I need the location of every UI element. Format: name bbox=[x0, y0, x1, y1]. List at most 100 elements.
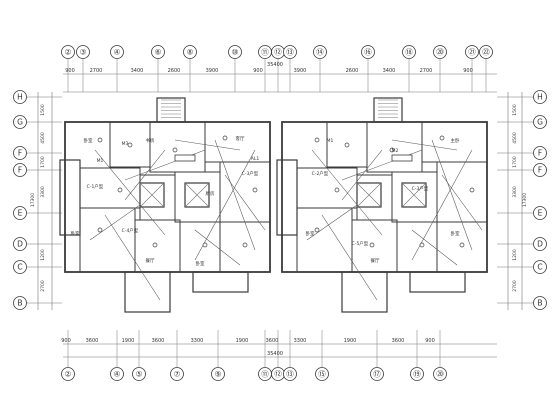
axis-left-2-bubble bbox=[13, 146, 27, 160]
axis-left-7-bubble bbox=[13, 296, 27, 310]
axis-bottom-10: ⑲ bbox=[413, 370, 421, 379]
axis-top-0-bubble bbox=[61, 45, 75, 59]
axis-top-9-bubble bbox=[313, 45, 327, 59]
dim-top-total: 35400 bbox=[267, 62, 283, 68]
room-wall bbox=[436, 161, 488, 223]
axis-left-1: G bbox=[17, 118, 23, 127]
dim-left-total: 17300 bbox=[30, 193, 36, 207]
axis-right-3: F bbox=[538, 166, 542, 175]
room-label-13: C-3户型 bbox=[412, 185, 429, 192]
axis-top-10: ⑯ bbox=[364, 48, 372, 57]
bottom-bay bbox=[341, 271, 388, 313]
dim-top-5: 900 bbox=[253, 68, 263, 74]
room-wall bbox=[139, 174, 176, 221]
light-fixture bbox=[117, 187, 123, 193]
light-fixture bbox=[334, 187, 340, 193]
light-fixture bbox=[469, 187, 475, 193]
axis-top-13-bubble bbox=[465, 45, 479, 59]
room-wall bbox=[174, 171, 221, 223]
axis-top-2: ④ bbox=[114, 48, 121, 57]
axis-left-3-bubble bbox=[13, 163, 27, 177]
axis-top-12-bubble bbox=[433, 45, 447, 59]
axis-right-4-bubble bbox=[533, 206, 547, 220]
shaft bbox=[184, 182, 210, 208]
dim-bottom-10: 900 bbox=[425, 338, 435, 344]
room-wall bbox=[366, 121, 423, 173]
axis-right-7-bubble bbox=[533, 296, 547, 310]
axis-left-0-bubble bbox=[13, 90, 27, 104]
axis-top-0: ② bbox=[65, 48, 72, 57]
room-label-14: 卧室 bbox=[306, 230, 315, 237]
bottom-bay bbox=[124, 271, 171, 313]
axis-right-2: F bbox=[538, 149, 542, 158]
room-label-11: C-2户型 bbox=[312, 170, 329, 177]
shaft-cross bbox=[356, 182, 382, 208]
light-fixture bbox=[459, 242, 465, 248]
axis-left-3: F bbox=[18, 166, 22, 175]
wiring-line bbox=[124, 149, 166, 201]
light-fixture bbox=[97, 137, 103, 143]
axis-top-10-bubble bbox=[361, 45, 375, 59]
dim-bottom-8: 1900 bbox=[344, 338, 357, 344]
room-label-18: C-1户型 bbox=[87, 183, 104, 190]
axis-right-5: D bbox=[537, 240, 543, 249]
wiring-line bbox=[224, 174, 266, 231]
light-fixture bbox=[127, 142, 133, 148]
axis-right-6: C bbox=[537, 263, 542, 272]
dim-right-5: 2700 bbox=[512, 280, 518, 292]
light-fixture bbox=[202, 242, 208, 248]
wiring-line bbox=[194, 229, 241, 266]
axis-top-4: ⑧ bbox=[187, 48, 194, 57]
wiring-line bbox=[89, 204, 141, 241]
dim-left-3: 3300 bbox=[40, 186, 46, 198]
axis-top-9: ⑭ bbox=[316, 48, 324, 57]
axis-bottom-10-bubble bbox=[410, 367, 424, 381]
axis-top-8: ⑬ bbox=[286, 48, 294, 57]
axis-top-7: ⑫ bbox=[274, 48, 282, 57]
dim-top-10: 900 bbox=[463, 68, 473, 74]
dim-top-6: 3900 bbox=[294, 68, 307, 74]
room-label-19: 主卧 bbox=[451, 137, 460, 144]
wiring-line bbox=[321, 214, 378, 301]
wiring-line bbox=[214, 139, 256, 251]
dim-top-2: 3400 bbox=[131, 68, 144, 74]
axis-bottom-1-bubble bbox=[110, 367, 124, 381]
wiring-line bbox=[94, 149, 166, 236]
axis-right-7: B bbox=[537, 299, 542, 308]
light-fixture bbox=[314, 137, 320, 143]
wiring-line bbox=[194, 149, 256, 261]
dim-left-1: 4500 bbox=[40, 132, 46, 144]
light-fixture bbox=[222, 135, 228, 141]
side-bay bbox=[59, 159, 81, 236]
light-fixture bbox=[97, 227, 103, 233]
shaft bbox=[139, 182, 165, 208]
wiring-line bbox=[411, 229, 458, 266]
dim-bottom-1: 3600 bbox=[86, 338, 99, 344]
axis-right-3-bubble bbox=[533, 163, 547, 177]
side-bay bbox=[276, 159, 298, 236]
axis-top-2-bubble bbox=[110, 45, 124, 59]
axis-bottom-0: ② bbox=[65, 370, 72, 379]
dim-left-2: 1700 bbox=[40, 156, 46, 168]
dim-bottom-0: 900 bbox=[61, 338, 71, 344]
bottom-balcony bbox=[192, 271, 249, 293]
dim-bottom-total: 35400 bbox=[267, 351, 283, 357]
axis-bottom-7: ⑬ bbox=[286, 370, 294, 379]
room-wall bbox=[396, 221, 438, 273]
light-fixture bbox=[152, 242, 158, 248]
shaft bbox=[356, 182, 382, 208]
light-fixture bbox=[439, 135, 445, 141]
axis-left-7: B bbox=[17, 299, 22, 308]
wiring-line bbox=[306, 204, 358, 241]
room-label-10: M1 bbox=[327, 138, 334, 144]
axis-top-12: ⑳ bbox=[436, 48, 444, 57]
wiring-line bbox=[391, 139, 458, 151]
axis-bottom-11-bubble bbox=[433, 367, 447, 381]
axis-top-3-bubble bbox=[151, 45, 165, 59]
shaft bbox=[401, 182, 427, 208]
axis-bottom-11: ⑳ bbox=[436, 370, 444, 379]
wiring-line bbox=[341, 149, 383, 201]
axis-top-5-bubble bbox=[228, 45, 242, 59]
